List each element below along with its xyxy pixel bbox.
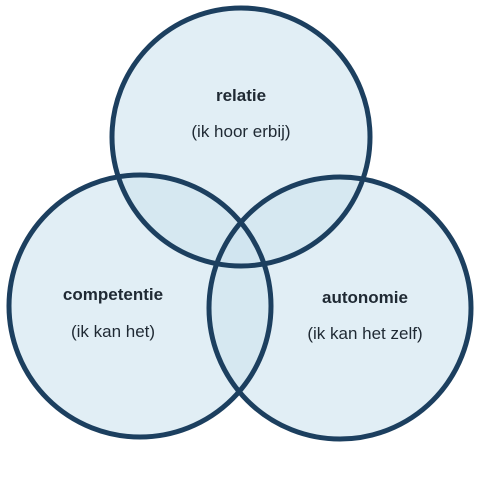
- circle-relatie-outline: [109, 5, 373, 269]
- circle-outlines: [6, 5, 474, 442]
- label-relatie: relatie: [216, 86, 266, 105]
- circle-competentie: [9, 175, 271, 437]
- sublabel-relatie: (ik hoor erbij): [191, 122, 290, 141]
- label-competentie: competentie: [63, 285, 163, 304]
- sublabel-autonomie: (ik kan het zelf): [307, 324, 422, 343]
- label-autonomie: autonomie: [322, 288, 408, 307]
- circle-autonomie: [209, 177, 471, 439]
- circle-fills: [9, 8, 471, 439]
- circle-autonomie-outline: [206, 174, 474, 442]
- sublabel-competentie: (ik kan het): [71, 322, 155, 341]
- label-group-competentie: competentie (ik kan het): [63, 285, 163, 341]
- label-group-autonomie: autonomie (ik kan het zelf): [307, 288, 422, 343]
- circle-competentie-outline: [6, 172, 274, 440]
- label-group-relatie: relatie (ik hoor erbij): [191, 86, 290, 141]
